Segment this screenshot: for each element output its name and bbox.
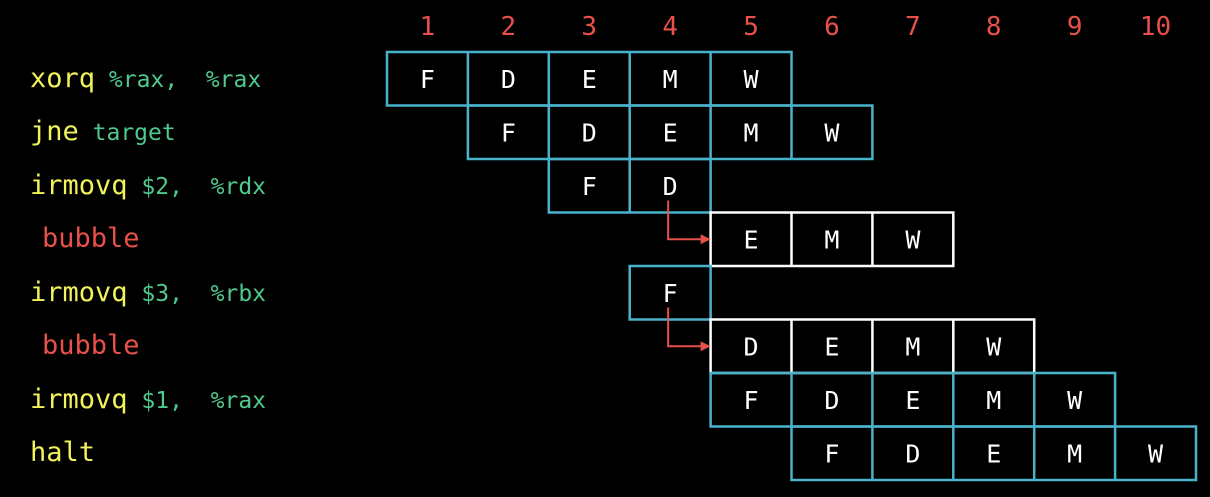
stage-cell-E: E bbox=[824, 332, 839, 361]
cycle-number: 2 bbox=[501, 12, 517, 42]
instruction-operands: target bbox=[78, 120, 176, 147]
stage-cell-W: W bbox=[905, 225, 921, 254]
stage-cell-M: M bbox=[986, 386, 1001, 415]
stage-cell-D: D bbox=[663, 172, 678, 201]
stage-cell-M: M bbox=[905, 332, 920, 361]
stage-row-outline bbox=[628, 264, 712, 321]
stage-cell-E: E bbox=[582, 65, 597, 94]
stage-cell-F: F bbox=[824, 439, 839, 468]
cycle-number: 4 bbox=[662, 12, 678, 42]
stage-cell-M: M bbox=[824, 225, 839, 254]
stage-cell-F: F bbox=[420, 65, 435, 94]
cycle-number: 6 bbox=[824, 12, 840, 42]
stage-cell-M: M bbox=[744, 118, 759, 147]
stage-cell-W: W bbox=[986, 332, 1002, 361]
stage-cell-D: D bbox=[905, 439, 920, 468]
cycle-number: 10 bbox=[1140, 12, 1171, 42]
stage-cell-F: F bbox=[744, 386, 759, 415]
stage-cell-E: E bbox=[744, 225, 759, 254]
instruction-row: irmovq $3, %rbx bbox=[30, 273, 266, 313]
instruction-row: halt bbox=[30, 433, 95, 473]
cycle-number: 9 bbox=[1067, 12, 1083, 42]
cycle-number: 5 bbox=[743, 12, 759, 42]
instruction-row: xorq %rax, %rax bbox=[30, 59, 261, 99]
stage-cell-W: W bbox=[824, 118, 840, 147]
stall-arrow bbox=[667, 200, 711, 245]
cycle-number: 3 bbox=[581, 12, 597, 42]
bubble-text: bubble bbox=[42, 223, 140, 255]
stage-cell-D: D bbox=[582, 118, 597, 147]
instruction-operands: %rax, %rax bbox=[95, 66, 262, 93]
instruction-row: irmovq $1, %rax bbox=[30, 380, 266, 420]
pipeline-stage-row: F bbox=[628, 264, 712, 321]
stage-cell-W: W bbox=[1148, 439, 1164, 468]
cycle-number: 1 bbox=[420, 12, 436, 42]
instruction-row: irmovq $2, %rdx bbox=[30, 166, 266, 206]
stage-cell-D: D bbox=[744, 332, 759, 361]
stage-cell-W: W bbox=[1067, 386, 1083, 415]
stall-arrow bbox=[667, 307, 711, 352]
stage-cell-F: F bbox=[663, 279, 678, 308]
instruction-operands: $3, %rbx bbox=[127, 280, 267, 307]
instruction-opcode: halt bbox=[30, 437, 96, 469]
stage-cell-F: F bbox=[501, 118, 516, 147]
stage-cell-M: M bbox=[663, 65, 678, 94]
instruction-opcode: irmovq bbox=[30, 276, 128, 308]
stage-cell-D: D bbox=[824, 386, 839, 415]
instruction-opcode: xorq bbox=[30, 62, 96, 94]
cycle-number: 7 bbox=[905, 12, 921, 42]
stage-cell-F: F bbox=[582, 172, 597, 201]
instruction-opcode: jne bbox=[30, 116, 79, 148]
cycle-number: 8 bbox=[986, 12, 1002, 42]
bubble-text: bubble bbox=[42, 330, 140, 362]
stage-cell-E: E bbox=[905, 386, 920, 415]
instruction-opcode: irmovq bbox=[30, 169, 128, 201]
stage-cell-E: E bbox=[986, 439, 1001, 468]
stage-cell-D: D bbox=[501, 65, 516, 94]
stage-cell-M: M bbox=[1067, 439, 1082, 468]
stage-row-outline bbox=[790, 425, 1198, 482]
instruction-opcode: irmovq bbox=[30, 383, 128, 415]
instruction-operands: $1, %rax bbox=[127, 387, 267, 414]
stage-cell-W: W bbox=[744, 65, 760, 94]
bubble-label: bubble bbox=[42, 326, 140, 366]
stage-cell-E: E bbox=[663, 118, 678, 147]
instruction-row: jne target bbox=[30, 112, 176, 152]
instruction-operands: $2, %rdx bbox=[127, 173, 267, 200]
bubble-label: bubble bbox=[42, 219, 140, 259]
